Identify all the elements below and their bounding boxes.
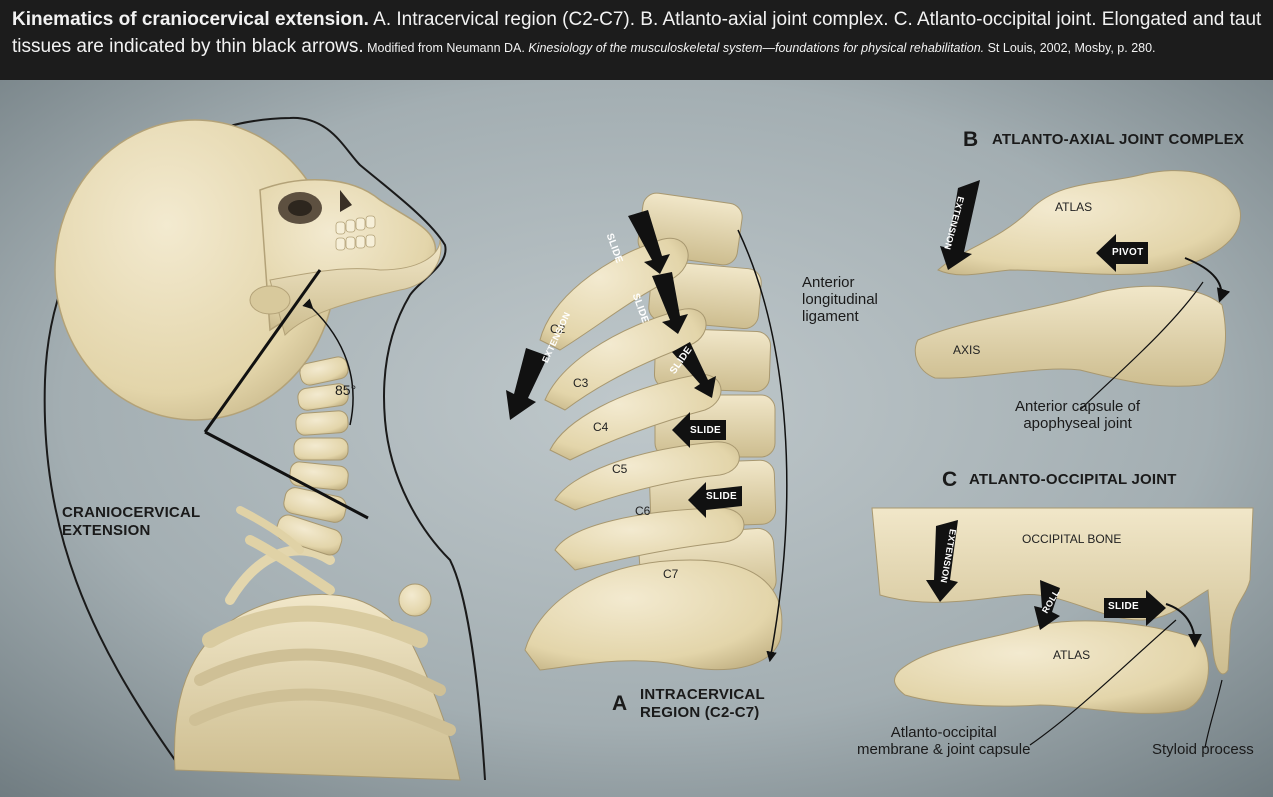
panel-b-bones [914, 170, 1241, 411]
axis-b [914, 285, 1227, 387]
slide-arrow-c3 [652, 272, 688, 334]
membrane-line1: Atlanto-occipital [890, 724, 997, 741]
membrane-line2: membrane & joint capsule [857, 741, 1031, 758]
capsule-label: Anterior capsule of apophyseal joint [1015, 398, 1140, 432]
illustration-svg [0, 80, 1273, 797]
extension-arrow-c [926, 520, 958, 602]
panel-c-bones [871, 507, 1254, 749]
pivot-curve-arrow [1184, 257, 1231, 303]
occipital-label: OCCIPITAL BONE [1022, 532, 1122, 546]
slide-curve-arrow [1165, 603, 1202, 648]
c4-process [549, 373, 722, 461]
slide-arrow-c5 [672, 412, 726, 448]
angle-indicator [203, 269, 369, 520]
panel-a-title-line2: REGION (C2-C7) [640, 704, 760, 721]
panel-b-letter: B [963, 128, 979, 151]
slide-arrow-c4 [672, 342, 716, 398]
ligament-label: Anterior longitudinal ligament [802, 274, 878, 325]
angle-arc-arrow [302, 298, 354, 426]
ligament-line2: longitudinal [802, 291, 878, 308]
panel-c-title: ATLANTO-OCCIPITAL JOINT [969, 471, 1177, 488]
label-c6: C6 [635, 504, 651, 518]
body-outline [43, 116, 486, 781]
panel-b-title: ATLANTO-AXIAL JOINT COMPLEX [992, 131, 1245, 148]
capsule-leader-line [1079, 281, 1204, 411]
caption-source-pre: Modified from Neumann DA. [363, 41, 529, 55]
styloid-label: Styloid process [1152, 741, 1254, 758]
c7-process [524, 559, 783, 671]
atlas-b-label: ATLAS [1055, 200, 1093, 214]
ligament-line1: Anterior [802, 274, 855, 291]
membrane-leader-line [1029, 619, 1177, 746]
panel-a-slide-arrows [506, 210, 742, 518]
membrane-label: Atlanto-occipital membrane & joint capsu… [857, 724, 1030, 758]
left-title-line1: CRANIOCERVICAL [62, 504, 201, 521]
label-c3: C3 [573, 376, 589, 390]
styloid-leader-line [1204, 679, 1223, 749]
label-c5: C5 [612, 462, 628, 476]
slide-arrow-c2 [628, 210, 670, 274]
panel-a-letter: A [612, 692, 628, 715]
capsule-line2: apophyseal joint [1023, 415, 1132, 432]
extension-arrow-a [506, 348, 548, 420]
occipital-bone [871, 507, 1254, 675]
slide-arrow-c [1104, 590, 1166, 626]
left-title-line2: EXTENSION [62, 522, 151, 539]
panel-a-title-line1: INTRACERVICAL [640, 686, 765, 703]
atlas-c-label: ATLAS [1053, 648, 1091, 662]
ligament-line3: ligament [802, 308, 859, 325]
caption-body: A. Intracervical region (C2-C7). B. Atla… [12, 9, 1262, 57]
label-c7: C7 [663, 567, 679, 581]
roll-arrow [1034, 580, 1060, 630]
slide-label-c5: SLIDE [690, 425, 721, 436]
left-panel-title: CRANIOCERVICAL EXTENSION [62, 504, 200, 540]
extension-arrow-b [940, 180, 980, 270]
c3-process [544, 308, 707, 411]
illustration-stage: 85° CRANIOCERVICAL EXTENSION C2 C3 C4 C5… [0, 80, 1273, 797]
atlas-c [894, 620, 1209, 714]
caption-title: Kinematics of craniocervical extension. [12, 9, 369, 30]
slide-label-c: SLIDE [1108, 601, 1139, 612]
figure-caption: Kinematics of craniocervical extension. … [0, 0, 1273, 80]
panel-c-letter: C [942, 468, 958, 491]
axis-b-label: AXIS [953, 343, 981, 357]
angle-label: 85° [335, 382, 357, 398]
slide-label-c6: SLIDE [706, 491, 737, 502]
pivot-arrow [1096, 234, 1148, 272]
panel-a-vertebrae [524, 192, 783, 671]
label-c4: C4 [593, 420, 609, 434]
ligament-arrow [737, 229, 788, 663]
atlas-b [937, 170, 1241, 276]
pivot-label: PIVOT [1112, 247, 1144, 258]
label-c2: C2 [550, 322, 566, 336]
caption-source: Modified from Neumann DA. Kinesiology of… [363, 41, 1156, 55]
c5-process [554, 441, 740, 511]
c6-process [554, 507, 745, 571]
caption-source-post: St Louis, 2002, Mosby, p. 280. [984, 41, 1156, 55]
panel-a-title: INTRACERVICAL REGION (C2-C7) [640, 686, 765, 722]
capsule-line1: Anterior capsule of [1015, 398, 1141, 415]
caption-source-title: Kinesiology of the musculoskeletal syste… [528, 41, 985, 55]
slide-arrow-c6 [688, 482, 742, 518]
